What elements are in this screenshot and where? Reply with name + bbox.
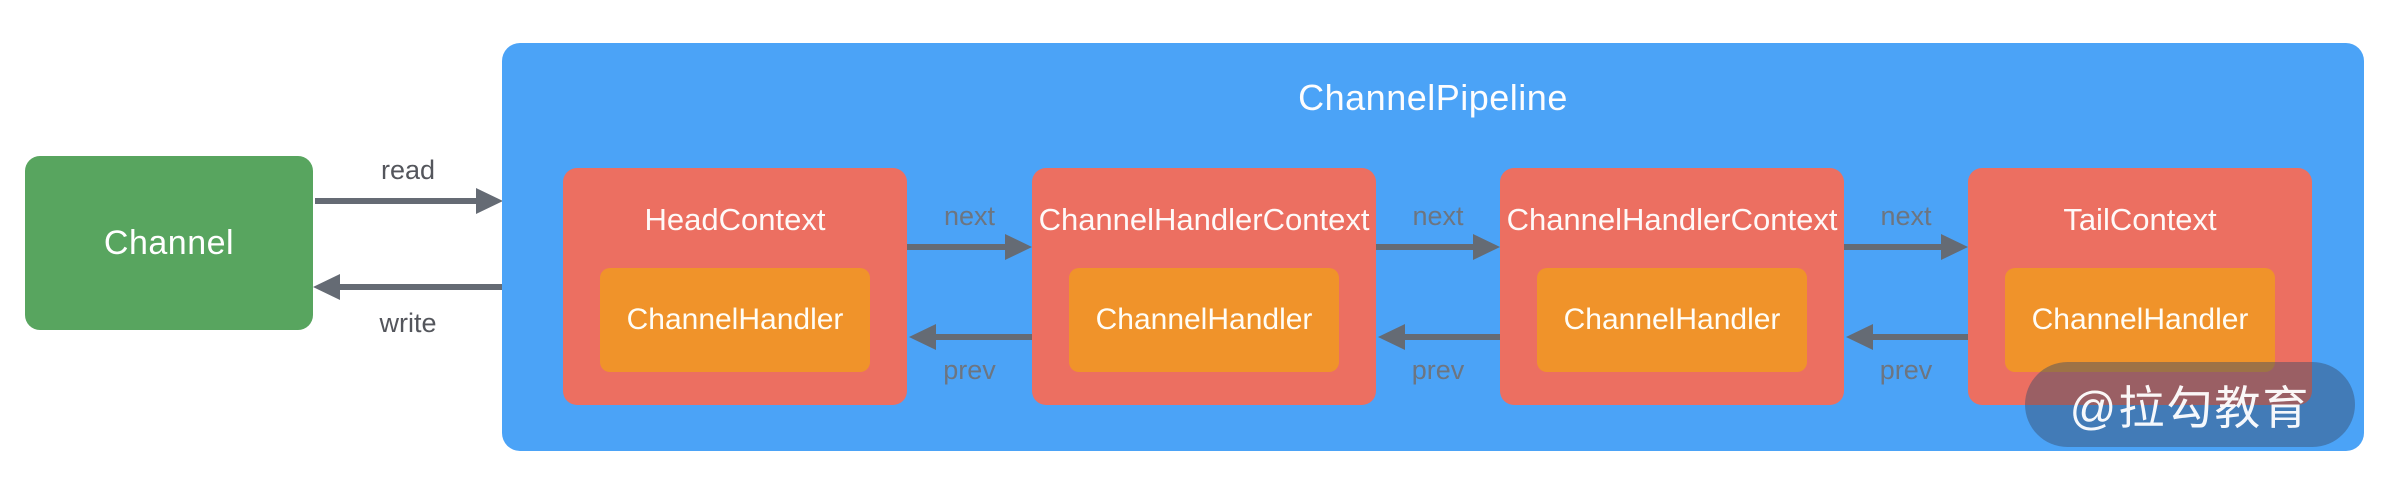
context-title: ChannelHandlerContext [1506, 202, 1838, 237]
handler-node: ChannelHandler [1537, 268, 1807, 372]
next-label: next [943, 201, 996, 231]
next-arrow-head-icon [1005, 234, 1032, 260]
handler-node: ChannelHandler [1069, 268, 1339, 372]
prev-arrow-line [1873, 334, 1968, 340]
prev-arrow-head-icon [1846, 324, 1873, 350]
handler-label: ChannelHandler [626, 303, 844, 336]
context-title: HeadContext [644, 202, 826, 237]
context-node-tail: TailContext ChannelHandler [1968, 168, 2312, 405]
write-label: write [379, 308, 437, 338]
prev-arrow-line [936, 334, 1032, 340]
write-arrow-line [340, 284, 503, 290]
handler-label: ChannelHandler [2031, 303, 2249, 336]
prev-arrow-head-icon [1378, 324, 1405, 350]
read-arrow-head-icon [476, 188, 503, 214]
next-arrow-line [1376, 244, 1473, 250]
handler-label: ChannelHandler [1095, 303, 1313, 336]
read-label: read [380, 155, 436, 185]
context-node-head: HeadContext ChannelHandler [563, 168, 907, 405]
prev-label: prev [1411, 355, 1465, 385]
pipeline-title: ChannelPipeline [1298, 77, 1568, 118]
next-label: next [1880, 201, 1932, 231]
prev-label: prev [943, 355, 996, 385]
next-arrow-head-icon [1473, 234, 1500, 260]
context-node-1: ChannelHandlerContext ChannelHandler [1032, 168, 1376, 405]
next-arrow-head-icon [1941, 234, 1968, 260]
handler-node: ChannelHandler [600, 268, 870, 372]
channel-node: Channel [25, 156, 313, 330]
pipeline-container: ChannelPipeline HeadContext ChannelHandl… [502, 43, 2364, 451]
context-title: ChannelHandlerContext [1038, 202, 1370, 237]
next-label: next [1412, 201, 1464, 231]
channel-label: Channel [103, 223, 235, 262]
context-title: TailContext [2063, 202, 2217, 237]
next-arrow-line [907, 244, 1005, 250]
prev-arrow-line [1405, 334, 1500, 340]
write-arrow-head-icon [313, 274, 340, 300]
prev-arrow-head-icon [909, 324, 936, 350]
watermark-badge: @拉勾教育 [2025, 362, 2355, 447]
handler-node: ChannelHandler [2005, 268, 2275, 372]
handler-label: ChannelHandler [1563, 303, 1781, 336]
read-arrow-line [315, 198, 476, 204]
watermark-text: @拉勾教育 [2069, 381, 2311, 434]
prev-label: prev [1879, 355, 1933, 385]
context-node-2: ChannelHandlerContext ChannelHandler [1500, 168, 1844, 405]
next-arrow-line [1844, 244, 1941, 250]
